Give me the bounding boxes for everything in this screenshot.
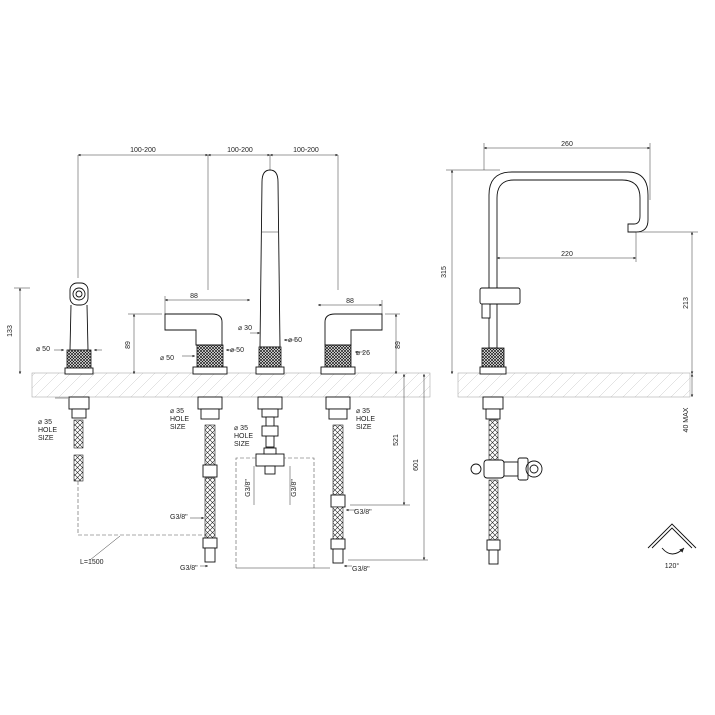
dia-spout-base: ⌀ 50 [288,337,302,344]
size-word-4: SIZE [356,424,372,431]
dim-601: 601 [413,459,420,471]
spout: ⌀ 30 ⌀ 50 ⌀ 35 HOLE SIZE G3/8" G3/8" [234,169,302,505]
side-knurl [481,347,505,368]
hole-size-4: ⌀ 35 [356,408,370,415]
spray-hose [73,419,84,449]
g-center-bottom: G3/8" [180,565,198,572]
right-knurl [324,344,352,368]
left-knurl [196,344,224,368]
g-left: G3/8" [170,514,188,521]
handle-width-left: 88 [190,293,198,300]
hole-size-2: ⌀ 35 [170,408,184,415]
side-inner: 220 [561,251,573,258]
size-word-1: SIZE [38,435,54,442]
top-spacing-1: 100-200 [130,147,156,154]
hose-length: L=1500 [80,559,104,566]
hole-word-4: HOLE [356,416,375,423]
spout-knurl [258,346,282,368]
left-height: 133 [7,325,14,337]
deck-slab [31,372,431,398]
g-center-right: G3/8" [291,479,298,497]
g-right-mid: G3/8" [354,509,372,516]
right-handle-valve: 88 89 ⌀ 26 ⌀ 35 HOLE SIZE G3/8" [318,298,428,564]
hole-word-1: HOLE [38,427,57,434]
g-center-left: G3/8" [245,479,252,497]
hole-word-3: HOLE [234,433,253,440]
side-height: 315 [441,266,448,278]
hole-size-1: ⌀ 35 [38,419,52,426]
left-handle-valve: 88 89 ⌀ 50 ⌀ 50 ⌀ 35 HOLE SIZE [125,293,250,563]
dia-spout-top: ⌀ 30 [238,325,252,332]
dia-right: ⌀ 26 [356,350,370,357]
size-word-3: SIZE [234,441,250,448]
side-spout-height: 213 [683,297,690,309]
spray-knurl [66,349,92,369]
handle-width-right: 88 [346,298,354,305]
hose-route-left [77,481,208,536]
top-spacing-3: 100-200 [293,147,319,154]
top-spacing-2: 100-200 [227,147,253,154]
side-reach: 260 [561,141,573,148]
hole-word-2: HOLE [170,416,189,423]
hose-route-right [284,457,315,568]
hose-route-center [235,457,256,568]
g-right-bottom: G3/8" [352,566,370,573]
handle-height-right: 89 [395,341,402,349]
side-handle [479,287,521,305]
dia-spray: ⌀ 50 [36,346,50,353]
side-spout [488,171,649,349]
side-deck-slab [457,372,691,398]
hand-spray: ⌀ 50 ⌀ 35 HOLE SIZE [36,282,102,482]
rotation-icon: 120° [647,523,697,570]
front-view: 100-200 100-200 100-200 133 ⌀ 50 ⌀ 35 HO… [7,147,431,573]
handle-height-left: 89 [125,341,132,349]
dim-521: 521 [393,434,400,446]
dia-left-a: ⌀ 50 [160,355,174,362]
dia-left-b: ⌀ 50 [230,347,244,354]
side-view: 260 315 220 213 40 MAX [441,141,698,565]
rotation-angle: 120° [665,562,680,570]
size-word-2: SIZE [170,424,186,431]
hole-size-3: ⌀ 35 [234,425,248,432]
side-max-deck: 40 MAX [683,407,690,432]
